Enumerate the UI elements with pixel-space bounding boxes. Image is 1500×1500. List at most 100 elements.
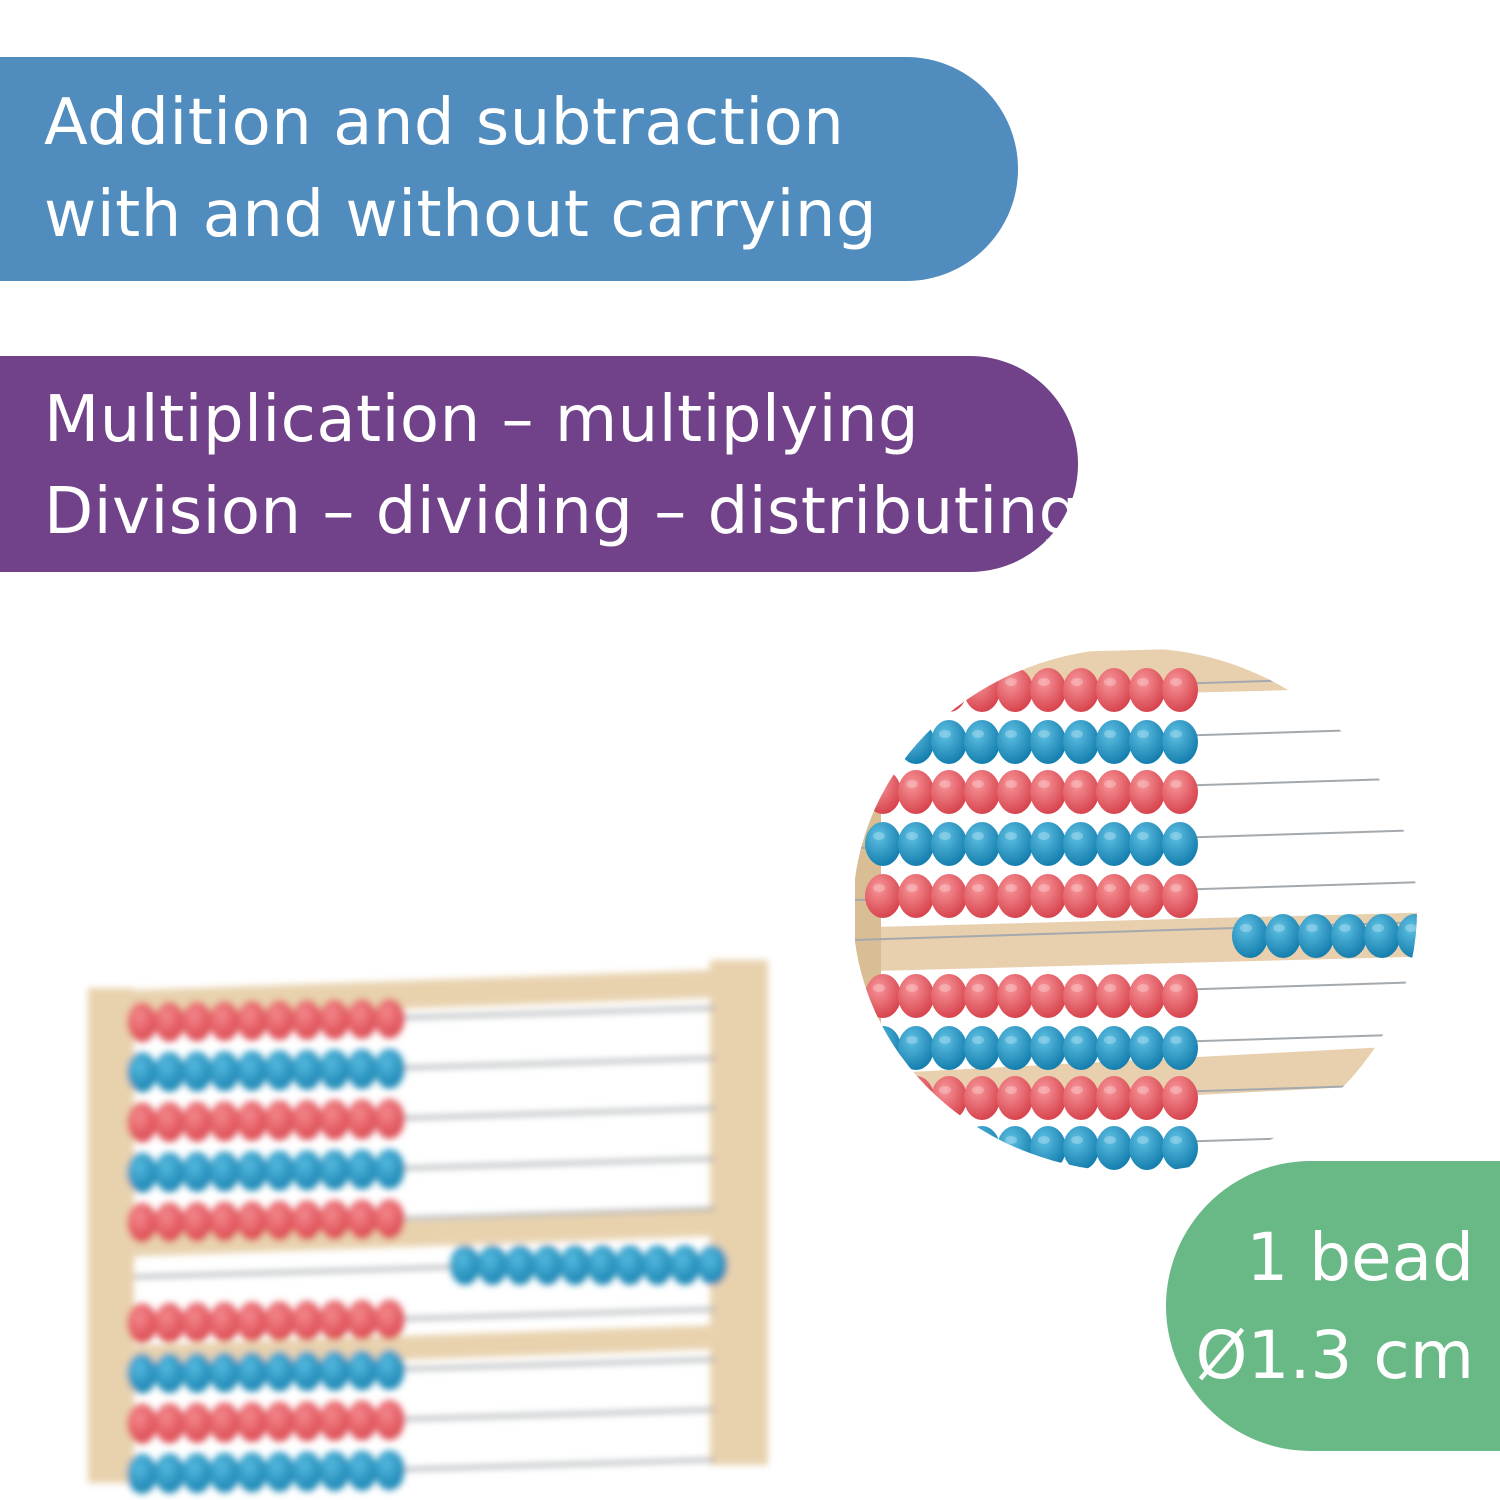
closeup-bead-highlight <box>1071 678 1083 686</box>
closeup-bead <box>898 770 934 814</box>
abacus-bead <box>374 1450 405 1491</box>
abacus-bead <box>127 1403 157 1444</box>
closeup-bead-highlight <box>1038 730 1050 738</box>
abacus-bead <box>374 1299 405 1340</box>
closeup-bead-highlight <box>1071 780 1083 788</box>
abacus-bead <box>319 1350 350 1391</box>
closeup-bead <box>997 770 1033 814</box>
closeup-bead <box>1129 668 1165 712</box>
closeup-bead-highlight <box>939 1036 951 1044</box>
closeup-bead-highlight <box>906 884 918 892</box>
closeup-bead <box>898 874 934 918</box>
abacus-bead <box>237 1402 267 1442</box>
closeup-bead-highlight <box>1038 780 1050 788</box>
abacus-bead <box>560 1245 590 1285</box>
abacus-bead <box>127 1152 157 1193</box>
closeup-bead <box>1129 1026 1165 1070</box>
closeup-bead-highlight <box>1170 1136 1182 1144</box>
abacus-bead <box>292 1300 322 1341</box>
closeup-bead-highlight <box>1038 984 1050 992</box>
abacus-bead <box>209 1051 240 1091</box>
closeup-bead-highlight <box>1005 780 1017 788</box>
abacus-bead <box>319 1400 350 1441</box>
closeup-bead-highlight <box>1005 1136 1017 1144</box>
abacus-bead <box>505 1245 535 1285</box>
closeup-bead-highlight <box>1170 730 1182 738</box>
closeup-bead-highlight <box>1137 678 1149 686</box>
arithmetic-banner: Addition and subtraction with and withou… <box>0 57 1018 281</box>
abacus-bead <box>182 1402 212 1443</box>
closeup-bead <box>931 874 967 918</box>
operations-banner-line-2: Division – dividing – distributing <box>44 475 1080 549</box>
closeup-bead-highlight <box>1071 1036 1083 1044</box>
closeup-bead-highlight <box>1071 1136 1083 1144</box>
abacus-bead <box>154 1353 185 1393</box>
closeup-bead <box>964 1026 1000 1070</box>
abacus-bead <box>182 1302 212 1343</box>
abacus-bead <box>127 1303 157 1344</box>
abacus-bead <box>237 1000 267 1041</box>
closeup-bead <box>1162 720 1198 764</box>
abacus-bead <box>182 1001 212 1042</box>
closeup-bead-highlight <box>1038 1086 1050 1094</box>
closeup-bead <box>898 974 934 1018</box>
abacus-bead <box>154 1051 185 1092</box>
closeup-bead-highlight <box>873 730 885 738</box>
closeup-bead <box>865 770 901 814</box>
closeup-bead-highlight <box>906 984 918 992</box>
closeup-bead <box>931 974 967 1018</box>
closeup-bead-highlight <box>1104 780 1116 788</box>
closeup-bead-highlight <box>972 832 984 840</box>
closeup-bead <box>898 1076 934 1120</box>
closeup-bead <box>865 874 901 918</box>
closeup-bead <box>1063 822 1099 866</box>
abacus-bead <box>182 1352 212 1393</box>
abacus-bead <box>615 1245 645 1285</box>
closeup-bead-highlight <box>1038 884 1050 892</box>
closeup-bead-highlight <box>873 1036 885 1044</box>
abacus-bead <box>697 1245 728 1285</box>
closeup-bead-highlight <box>906 730 918 738</box>
abacus-bead <box>154 1102 185 1142</box>
closeup-bead <box>1030 770 1066 814</box>
closeup-bead <box>931 720 967 764</box>
abacus-bead <box>374 1149 405 1189</box>
closeup-bead <box>1129 720 1165 764</box>
closeup-bead <box>964 720 1000 764</box>
closeup-bead <box>1096 668 1132 712</box>
abacus-bead <box>182 1202 212 1242</box>
abacus-bead <box>292 1150 322 1191</box>
closeup-bead-highlight <box>972 730 984 738</box>
closeup-bead-highlight <box>939 832 951 840</box>
closeup-bead <box>1030 720 1066 764</box>
closeup-bead <box>1298 914 1334 958</box>
abacus-bead <box>264 1100 295 1141</box>
bead-size-badge: 1 bead Ø1.3 cm <box>1166 1161 1500 1451</box>
abacus-bead <box>237 1201 267 1242</box>
closeup-bead-highlight <box>1104 1086 1116 1094</box>
abacus-bead <box>319 999 350 1040</box>
abacus-bead <box>154 1403 185 1444</box>
operations-banner-line-1: Multiplication – multiplying <box>44 383 920 457</box>
abacus-bead <box>347 1049 377 1089</box>
closeup-bead-highlight <box>1170 884 1182 892</box>
closeup-bead <box>865 1026 901 1070</box>
abacus-bead <box>319 1099 350 1140</box>
closeup-bead-highlight <box>939 984 951 992</box>
abacus-bead <box>154 1302 185 1343</box>
closeup-bead <box>865 1076 901 1120</box>
closeup-bead-highlight <box>1005 678 1017 686</box>
closeup-bead-highlight <box>1071 884 1083 892</box>
closeup-bead-highlight <box>873 1136 885 1144</box>
closeup-bead-highlight <box>1405 924 1417 932</box>
closeup-bead <box>1162 770 1198 814</box>
abacus-bead <box>264 1401 295 1442</box>
abacus-bead <box>347 1450 377 1491</box>
abacus-bead <box>347 1400 377 1441</box>
abacus-bead <box>292 1451 322 1492</box>
closeup-bead-highlight <box>1038 1136 1050 1144</box>
closeup-bead <box>1331 914 1367 958</box>
abacus-bead <box>154 1453 185 1494</box>
closeup-bead-highlight <box>1104 678 1116 686</box>
abacus-bead <box>264 1150 295 1191</box>
